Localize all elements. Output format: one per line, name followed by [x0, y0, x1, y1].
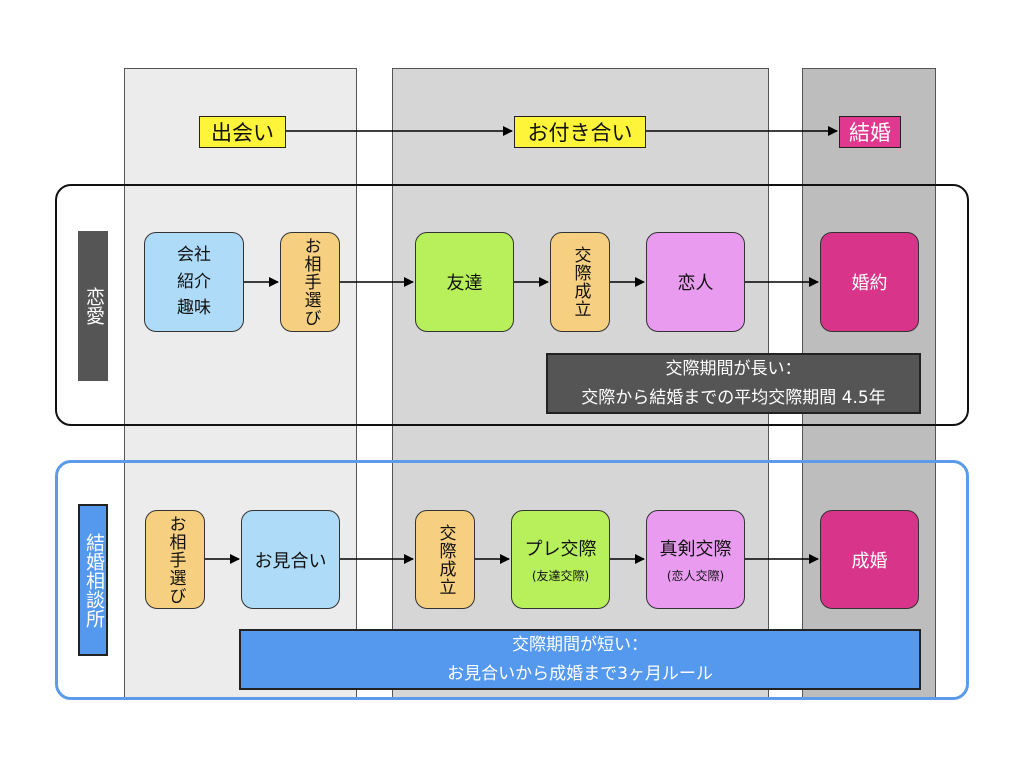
note-love-period: 交際期間が長い： 交際から結婚までの平均交際期間 4.5年: [546, 353, 921, 414]
node-serious-dating-sub: (恋人交際): [666, 569, 725, 583]
note-agency-period: 交際期間が短い： お見合いから成婚まで3ヶ月ルール: [239, 629, 921, 690]
node-lover: 恋人: [646, 232, 745, 332]
note-agency-line1: 交際期間が短い：: [512, 634, 648, 655]
node-serious-dating: 真剣交際 (恋人交際): [646, 510, 745, 609]
node-married: 成婚: [820, 510, 919, 609]
note-agency-line2: お見合いから成婚まで3ヶ月ルール: [447, 663, 713, 684]
node-pre-dating-sub: (友達交際): [531, 569, 590, 583]
node-sources-hobby: 趣味: [177, 298, 211, 319]
node-sources-introduction: 紹介: [177, 271, 211, 292]
node-pre-dating-title: プレ交際: [524, 539, 597, 560]
node-friend: 友達: [415, 232, 514, 332]
node-sources: 会社 紹介 趣味: [144, 232, 244, 332]
stage-marriage: 結婚: [839, 116, 901, 148]
note-love-line2: 交際から結婚までの平均交際期間 4.5年: [581, 387, 886, 408]
section-love: [55, 184, 969, 426]
node-choose-partner-agency: お相手選び: [145, 510, 205, 609]
node-relationship-start-agency-label: 交際成立: [435, 523, 456, 596]
node-choose-partner-love: お相手選び: [280, 232, 340, 332]
node-engagement: 婚約: [820, 232, 919, 332]
node-serious-dating-title: 真剣交際: [659, 539, 732, 560]
node-sources-company: 会社: [177, 245, 211, 266]
node-choose-partner-agency-label: お相手選び: [165, 514, 186, 605]
node-pre-dating: プレ交際 (友達交際): [511, 510, 610, 609]
node-choose-partner-love-label: お相手選び: [300, 237, 321, 327]
node-relationship-start-agency: 交際成立: [415, 510, 475, 609]
row-label-love: 恋愛: [78, 231, 108, 381]
node-relationship-start-love-label: 交際成立: [570, 246, 591, 318]
node-relationship-start-love: 交際成立: [550, 232, 610, 332]
stage-dating: お付き合い: [514, 116, 646, 148]
stage-meet: 出会い: [199, 116, 286, 148]
row-label-agency: 結婚相談所: [78, 504, 108, 656]
note-love-line1: 交際期間が長い：: [665, 358, 802, 379]
node-omiai: お見合い: [241, 510, 340, 609]
section-agency: [55, 460, 969, 700]
